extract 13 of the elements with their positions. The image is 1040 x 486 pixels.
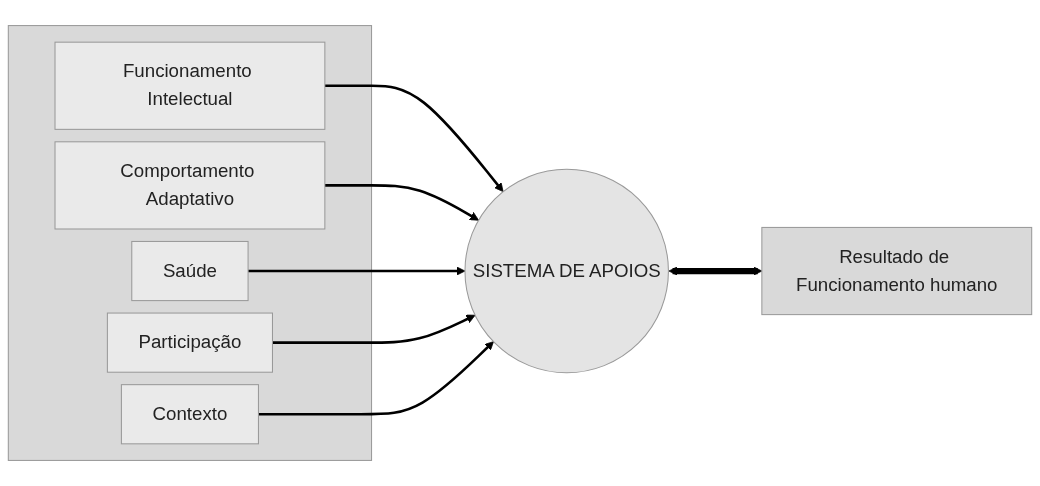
node-box: Participação — [106, 312, 273, 373]
arrow — [258, 341, 494, 416]
arrow — [248, 266, 466, 276]
node-box: Resultado de Funcionamento humano — [761, 226, 1033, 316]
node-circle: SISTEMA DE APOIOS — [464, 168, 669, 374]
node-box: Comportamento Adaptativo — [54, 141, 326, 230]
arrow — [324, 84, 504, 193]
cluster — [7, 25, 373, 461]
arrow — [324, 184, 479, 221]
arrow — [272, 314, 476, 344]
node-box: Contexto — [120, 384, 259, 445]
node-box: Funcionamento Intelectual — [54, 41, 326, 130]
node-box: Saúde — [131, 240, 249, 302]
